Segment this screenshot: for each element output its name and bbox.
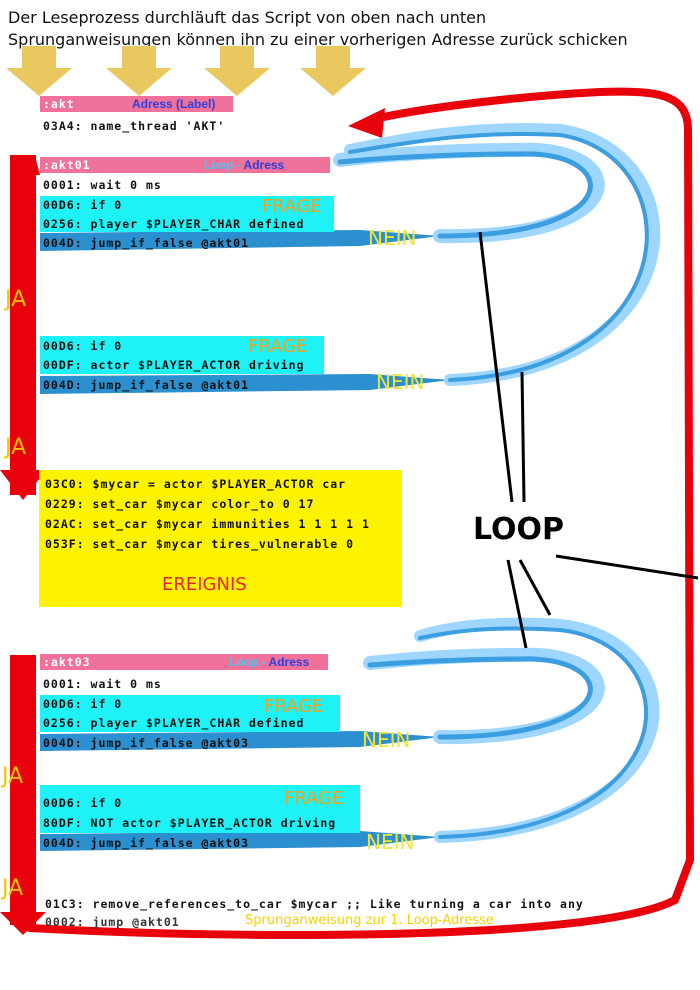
jump-line-2: 004D: jump_if_false @akt01: [43, 378, 250, 392]
nein-label-4: NEIN: [366, 830, 415, 854]
header-line-1: Der Leseprozess durchläuft das Script vo…: [8, 8, 487, 27]
frage-label-1: FRAGE: [262, 196, 322, 217]
remove-references-line: 01C3: remove_references_to_car $mycar ;;…: [45, 897, 584, 911]
event-line-2: 0229: set_car $mycar color_to 0 17: [45, 497, 315, 511]
adress-label-note: Adress (Label): [132, 97, 216, 111]
dash-note: -: [233, 158, 244, 172]
gold-down-arrow-icons: [6, 46, 366, 96]
gold-down-arrow-icon: [6, 46, 72, 96]
jump-line-3: 004D: jump_if_false @akt03: [43, 736, 250, 750]
wait-line-1: 0001: wait 0 ms: [43, 178, 162, 192]
adress-word-note: Adress: [243, 158, 285, 172]
left-flow-arrows-bottom: [0, 655, 46, 935]
gold-down-arrow-icon: [204, 46, 270, 96]
label-akt01-bar: [40, 157, 330, 173]
question-box-4: [40, 785, 360, 833]
jump-bars: [40, 230, 450, 851]
jump-line-4: 004D: jump_if_false @akt03: [43, 836, 250, 850]
nein-label-2: NEIN: [376, 370, 425, 394]
return-arrowhead-icon: [348, 108, 385, 138]
if-line-1: 00D6: if 0: [43, 198, 123, 212]
gold-down-arrow-icon: [300, 46, 366, 96]
nein-label-3: NEIN: [362, 728, 411, 752]
label-akt03: :akt03: [43, 655, 91, 669]
loop-word-note: Loop: [204, 158, 234, 172]
label-akt: :akt: [43, 97, 75, 111]
label-akt01: :akt01: [43, 158, 91, 172]
ja-label-2: JA: [5, 435, 27, 460]
frage-label-4: FRAGE: [284, 788, 344, 809]
if-line-2: 00D6: if 0: [43, 339, 123, 353]
label-akt-bar: [40, 96, 233, 112]
loop-adress-note-1: Loop - Adress: [204, 158, 284, 172]
dash-note: -: [258, 655, 269, 669]
condition-line-4: 80DF: NOT actor $PLAYER_ACTOR driving: [43, 816, 337, 830]
question-box-2: [40, 336, 324, 374]
question-box-3: [40, 695, 340, 732]
header-line-2: Sprunganweisungen können ihn zu einer vo…: [8, 30, 628, 49]
loop-curves-bottom: [363, 617, 660, 843]
ja-label-4: JA: [2, 876, 24, 901]
return-jump-arrow: [26, 87, 695, 939]
condition-line-2: 00DF: actor $PLAYER_ACTOR driving: [43, 358, 305, 372]
if-line-4: 00D6: if 0: [43, 796, 123, 810]
ereignis-label: EREIGNIS: [162, 574, 247, 595]
ja-label-1: JA: [5, 287, 27, 312]
left-flow-arrows-top: [0, 155, 46, 500]
if-line-3: 00D6: if 0: [43, 697, 123, 711]
name-thread-line: 03A4: name_thread 'AKT': [43, 119, 226, 133]
event-line-1: 03C0: $mycar = actor $PLAYER_ACTOR car: [45, 477, 347, 491]
loop-label: LOOP: [473, 512, 565, 547]
wait-line-2: 0001: wait 0 ms: [43, 677, 162, 691]
event-box: [39, 470, 402, 607]
sprunganweisung-label: Sprunganweisung zur 1. Loop-Adresse: [245, 913, 494, 928]
jump-line-1: 004D: jump_if_false @akt01: [43, 236, 250, 250]
condition-line-1: 0256: player $PLAYER_CHAR defined: [43, 217, 305, 231]
loop-adress-note-2: Loop - Adress: [229, 655, 309, 669]
loop-pointer-lines: [478, 231, 699, 649]
gold-down-arrow-icon: [106, 46, 172, 96]
event-line-3: 02AC: set_car $mycar immunities 1 1 1 1 …: [45, 517, 370, 531]
adress-word-note: Adress: [268, 655, 310, 669]
loop-curves-top: [333, 123, 661, 386]
nein-label-1: NEIN: [368, 226, 417, 250]
final-jump-line: 0002: jump @akt01: [45, 915, 180, 929]
event-line-4: 053F: set_car $mycar tires_vulnerable 0: [45, 537, 355, 551]
loop-word-note: Loop: [229, 655, 259, 669]
frage-label-2: FRAGE: [248, 336, 308, 357]
condition-line-3: 0256: player $PLAYER_CHAR defined: [43, 716, 305, 730]
question-box-1: [40, 196, 334, 232]
frage-label-3: FRAGE: [264, 696, 324, 717]
ja-label-3: JA: [2, 764, 24, 789]
label-akt03-bar: [40, 654, 328, 670]
